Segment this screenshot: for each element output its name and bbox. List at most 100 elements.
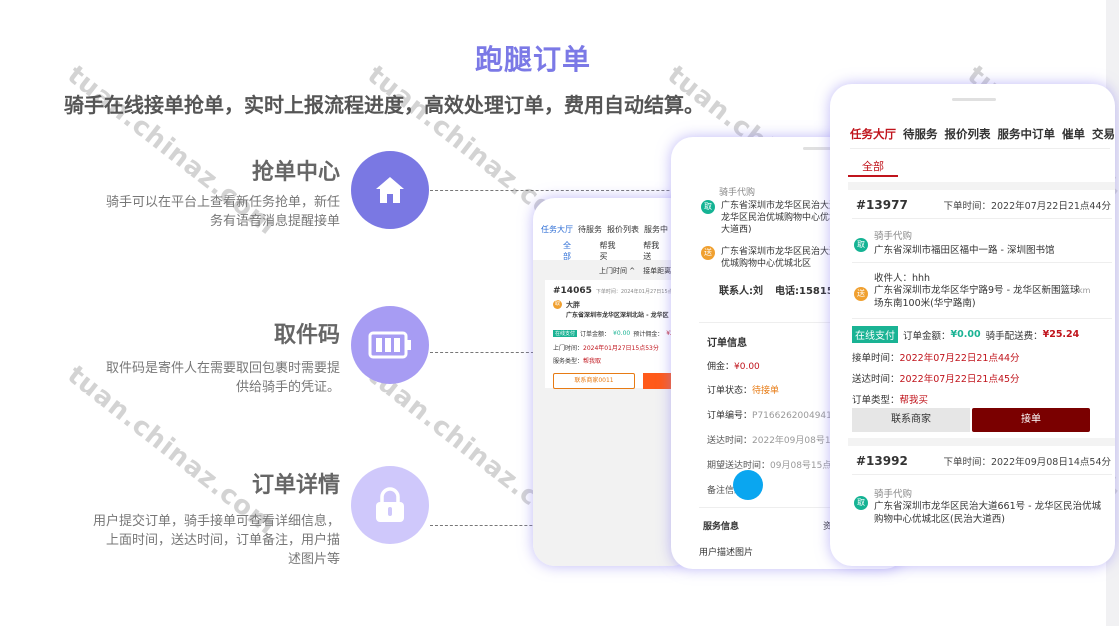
visit-time-value: 2024年01月27日15点53分 xyxy=(583,345,659,352)
order-number: #13977 xyxy=(856,198,908,212)
divider xyxy=(699,507,906,508)
subtab-send[interactable]: 帮我送 xyxy=(643,241,660,261)
deliver-time-label: 送达时间： xyxy=(707,436,753,446)
sort-visit-time[interactable]: 上门时间 ^ xyxy=(599,267,636,275)
tab-quotes[interactable]: 报价列表 xyxy=(607,225,639,234)
feature-title-grab-order: 抢单中心 xyxy=(251,160,340,185)
service-extra: 资 xyxy=(823,522,833,532)
amount-label: 订单金额： xyxy=(903,330,951,342)
connector-line xyxy=(430,525,582,526)
distance-unit: km xyxy=(1078,286,1091,295)
order-time: 下单时间：2024年01月27日15点33分 xyxy=(595,289,685,295)
tab-in-service[interactable]: 服务中 xyxy=(644,225,668,234)
fee-label: 预计佣金： xyxy=(633,331,664,338)
feature-desc-pickup-code: 取件码是寄件人在需要取回包裹时需要提 供给骑手的凭证。 xyxy=(50,359,340,397)
feature-icon-circle xyxy=(351,151,429,229)
subtab-indicator xyxy=(848,175,898,177)
pickup-address: 广东省深圳市福田区福中一路 - 深圳图书馆 xyxy=(874,245,1055,256)
tab-quotes[interactable]: 报价列表 xyxy=(944,127,991,141)
battery-icon xyxy=(368,331,411,359)
phone-mockup-task-hall-full: 任务大厅 待服务 报价列表 服务中订单 催单 交易 全部 #13977 下单时间… xyxy=(830,84,1115,566)
payment-badge: 在线支付 xyxy=(553,330,578,337)
floating-action-button[interactable] xyxy=(733,470,763,500)
contact-merchant-button[interactable]: 联系商家 xyxy=(852,408,970,432)
expected-time-value: 09月08号15点14 xyxy=(770,461,843,471)
subtab-buy[interactable]: 帮我买 xyxy=(599,241,616,261)
order-number: #14065 xyxy=(553,286,592,296)
address-line: 购物中心优城北区(民治大道西) xyxy=(874,514,1005,525)
home-icon xyxy=(376,177,404,203)
tab-task-hall[interactable]: 任务大厅 xyxy=(541,225,573,234)
lock-icon xyxy=(376,487,404,522)
order-type-value: 帮我买 xyxy=(899,395,929,406)
desc-line: 上面时间，送达时间，订单备注，用户描 xyxy=(105,533,340,548)
divider xyxy=(852,218,1112,219)
rider-label: 骑手代购 xyxy=(719,188,756,198)
connector-line xyxy=(430,190,765,191)
desc-line: 取件码是寄件人在需要取回包裹时需要提 xyxy=(105,361,340,376)
order-card[interactable]: #13992 下单时间：2022年09月08日14点54分 骑手代购 取 广东省… xyxy=(830,446,1115,566)
address-line: 优城购物中心优城北区 xyxy=(721,259,812,269)
rider-label: 骑手代购 xyxy=(874,489,913,500)
phone-notch xyxy=(803,147,843,150)
phone-mockup-task-hall: 任务大厅 待服务 报价列表 服务中 全部 帮我买 帮我送 上门时间 ^ 接单距离… xyxy=(533,198,693,566)
desc-line: 务有语音消息提醒接单 xyxy=(209,214,340,229)
feature-icon-circle xyxy=(351,306,429,384)
divider xyxy=(852,318,1112,319)
address-line: 大道西) xyxy=(721,225,752,235)
order-number-label: 订单编号： xyxy=(707,411,753,421)
amount-value: ¥0.00 xyxy=(613,330,631,337)
feature-desc-grab-order: 骑手可以在平台上查看新任务抢单，新任 务有语音消息提醒接单 xyxy=(50,193,340,231)
order-card[interactable]: #13977 下单时间：2022年07月22日21点44分 骑手代购 取 广东省… xyxy=(830,190,1115,440)
pickup-time-value: 2022年07月22日21点44分 xyxy=(899,353,1020,364)
page-subtitle: 骑手在线接单抢单，实时上报流程进度，高效处理订单，费用自动结算。 xyxy=(64,93,704,117)
sender-address: 广东省深圳市龙华区深圳北站 - 龙华区 xyxy=(566,312,669,319)
contact-phone[interactable]: 电话:158155 xyxy=(775,286,841,297)
sender-name: 大胖 xyxy=(566,301,580,309)
amount-value: ¥0.00 xyxy=(950,329,981,340)
spacer xyxy=(848,438,1115,446)
desc-line: 供给骑手的凭证。 xyxy=(235,380,340,395)
deliver-dot-icon: 送 xyxy=(854,287,868,301)
sort-distance[interactable]: 接单距离 xyxy=(643,267,672,275)
contact-merchant-button[interactable]: 联系商家0011 xyxy=(553,373,635,389)
address-line: 广东省深圳市龙华区民治大道 xyxy=(721,247,839,257)
order-number: #13992 xyxy=(856,454,908,468)
remark-label: 备注信息 xyxy=(707,486,744,496)
deliver-dot-icon: 送 xyxy=(701,246,715,260)
deliver-address: 广东省深圳市龙华区华宁路9号 - 龙华区新围篮球 场东南100米(华宁路南) xyxy=(874,284,1080,310)
order-time: 下单时间：2022年09月08日14点54分 xyxy=(943,457,1111,468)
accept-order-button[interactable]: 接单 xyxy=(972,408,1090,432)
deliver-time-value: 2022年07月22日21点45分 xyxy=(899,374,1020,385)
tab-task-hall[interactable]: 任务大厅 xyxy=(850,127,896,141)
subtab-all[interactable]: 全部 xyxy=(862,160,884,173)
pickup-address: 广东省深圳市龙华区民治大道661号 - 龙华区民治优城 购物中心优城北区(民治大… xyxy=(874,500,1101,526)
tab-urge[interactable]: 催单 xyxy=(1062,127,1085,141)
feature-desc-order-details: 用户提交订单，骑手接单可查看详细信息， 上面时间，送达时间，订单备注，用户描 述… xyxy=(50,512,340,569)
fee-value: ¥0.00 xyxy=(734,362,760,372)
status-label: 订单状态： xyxy=(707,386,753,396)
feature-icon-circle xyxy=(351,466,429,544)
address-line: 场东南100米(华宁路南) xyxy=(874,298,976,309)
service-type-label: 服务类型： xyxy=(553,358,584,365)
service-type-value: 帮我取 xyxy=(583,358,602,365)
feature-title-order-details: 订单详情 xyxy=(251,473,340,498)
receiver-name: 收件人：hhh xyxy=(874,273,931,284)
order-card[interactable]: #14065 下单时间：2024年01月27日15点33分 取 大胖 广东省深圳… xyxy=(545,280,693,388)
pickup-dot-icon: 取 xyxy=(854,496,868,510)
address-line: 龙华区民治优城购物中心优城 xyxy=(721,213,839,223)
phone-notch xyxy=(952,98,996,101)
tab-in-service[interactable]: 服务中订单 xyxy=(997,127,1056,141)
section-service-info: 服务信息 xyxy=(703,522,740,532)
rider-label: 骑手代购 xyxy=(874,231,913,242)
tab-pending[interactable]: 待服务 xyxy=(903,127,938,141)
divider xyxy=(852,474,1112,475)
address-line: 广东省深圳市龙华区民治大道661号 - 龙华区民治优城 xyxy=(874,501,1102,512)
feature-title-pickup-code: 取件码 xyxy=(273,323,340,348)
visit-time-label: 上门时间： xyxy=(553,345,584,352)
section-order-info: 订单信息 xyxy=(707,338,747,349)
tab-trade[interactable]: 交易 xyxy=(1092,127,1115,141)
address-line: 广东省深圳市龙华区华宁路9号 - 龙华区新围篮球 xyxy=(874,285,1080,296)
fee-label: 佣金： xyxy=(707,362,735,372)
tab-pending[interactable]: 待服务 xyxy=(578,225,602,234)
